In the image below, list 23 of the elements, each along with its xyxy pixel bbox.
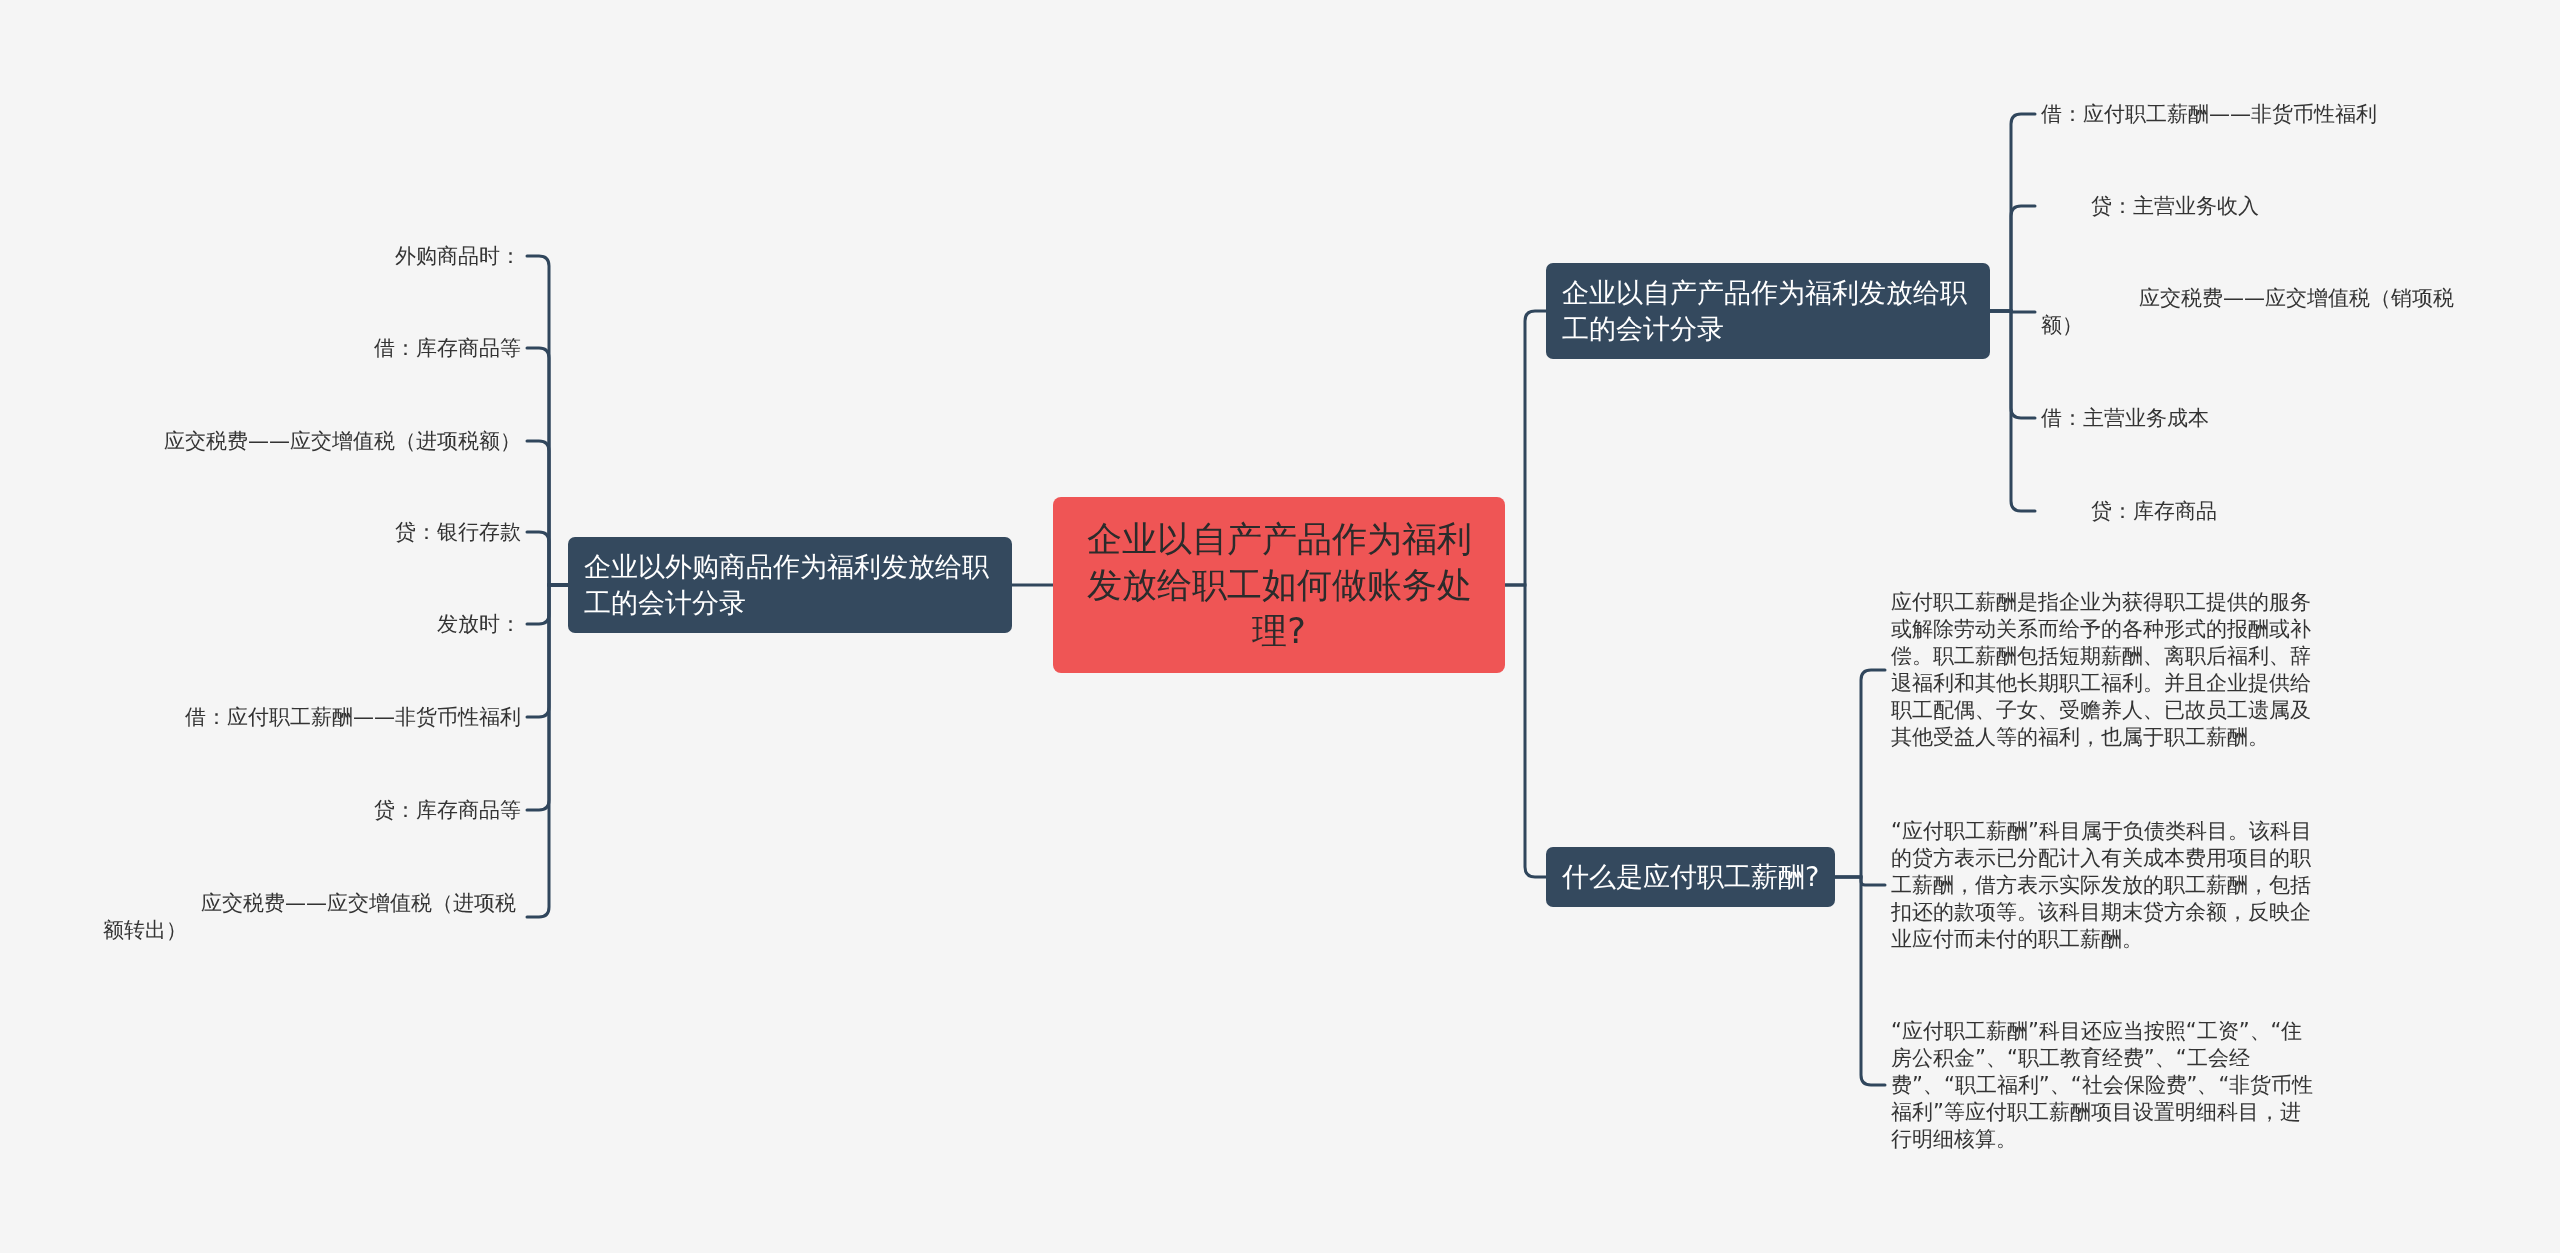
entry-text: 借：应付职工薪酬——非货币性福利 <box>179 703 527 731</box>
central-topic: 企业以自产产品作为福利发放给职工如何做账务处理? <box>1053 497 1505 673</box>
entry-text: 发放时： <box>431 610 527 638</box>
branch-topic: 什么是应付职工薪酬? <box>1546 847 1836 907</box>
note-text: “应付职工薪酬”科目属于负债类科目。该科目的贷方表示已分配计入有关成本费用项目的职工薪酬，借方表示实际发放的职工薪酬，包括扣还的款项等。该科目期末贷方余额，反映企业应付而未付的职工薪酬。 <box>1885 817 2321 953</box>
entry-text: 借：应付职工薪酬——非货币性福利 <box>2035 100 2383 128</box>
note-text: 应付职工薪酬是指企业为获得职工提供的服务或解除劳动关系而给予的各种形式的报酬或补偿。职工薪酬包括短期薪酬、离职后福利、辞退福利和其他长期职工福利。并且企业提供给职工配偶、子女、受赡养人、已故员工遗属及其他受益人等的福利，也属于职工薪酬。 <box>1885 589 2321 751</box>
entry-text: 借：库存商品等 <box>368 334 527 362</box>
entry-text: 外购商品时： <box>389 242 527 270</box>
entry-text: 贷：库存商品 <box>2035 497 2223 525</box>
entry-text: 应交税费——应交增值税（进项税额） <box>158 427 527 455</box>
connector-line <box>1988 309 2037 513</box>
branch-topic: 企业以自产产品作为福利发放给职工的会计分录 <box>1546 263 1990 359</box>
entry-text: 应交税费——应交增值税（销项税额） <box>2035 285 2467 339</box>
entry-text: 应交税费——应交增值税（进项税额转出） <box>97 890 527 944</box>
entry-text: 贷：银行存款 <box>389 518 527 546</box>
entry-text: 贷：库存商品等 <box>368 796 527 824</box>
entry-text: 借：主营业务成本 <box>2035 404 2215 432</box>
entry-text: 贷：主营业务收入 <box>2035 192 2265 220</box>
branch-topic: 企业以外购商品作为福利发放给职工的会计分录 <box>568 537 1012 633</box>
connector-line <box>1503 583 1548 879</box>
note-text: “应付职工薪酬”科目还应当按照“工资”、“住房公积金”、“职工教育经费”、“工会经费”、“职工福利”、“社会保险费”、“非货币性福利”等应付职工薪酬项目设置明细科目，进行明细核算。 <box>1885 1017 2321 1153</box>
connector-line <box>1010 583 1055 587</box>
